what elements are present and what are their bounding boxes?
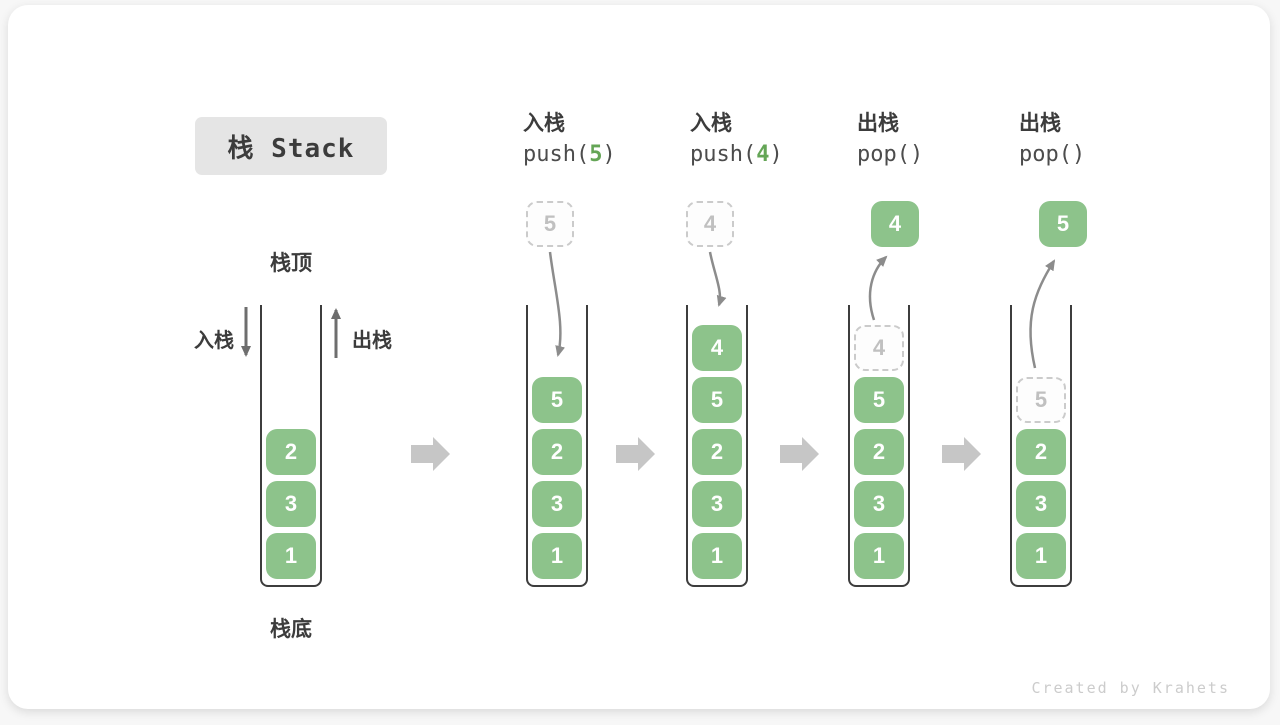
stack-cell: 3: [266, 481, 316, 527]
stack-cell: 4: [692, 325, 742, 371]
operation-code: push(5): [523, 142, 616, 167]
stack-cell: 2: [1016, 429, 1066, 475]
column-header-pop-5: 出栈 pop(): [1019, 110, 1085, 172]
stack-cell: 1: [532, 533, 582, 579]
column-header-pop-4: 出栈 pop(): [857, 110, 923, 172]
push4-curve-arrow: [708, 251, 727, 307]
popped-value-cell: 5: [1039, 201, 1087, 247]
watermark: Created by Krahets: [1031, 679, 1230, 697]
flow-arrow: [942, 437, 981, 471]
operation-label: 出栈: [857, 112, 899, 135]
operation-code: pop(): [1019, 142, 1086, 167]
operation-argument: 4: [756, 142, 770, 167]
flow-arrow: [616, 437, 655, 471]
stack-cell: 3: [854, 481, 904, 527]
stack-cell-ghost: 4: [854, 325, 904, 371]
stack-cell: 2: [532, 429, 582, 475]
operation-label: 出栈: [1019, 112, 1061, 135]
arrows-overlay: [241, 251, 1056, 471]
column-header-push-4: 入栈 push(4): [690, 110, 783, 172]
stack-top-label: 栈顶: [270, 252, 312, 275]
incoming-value-cell: 5: [526, 201, 574, 247]
pop-side-label: 出栈: [352, 330, 392, 352]
stack-cell: 3: [1016, 481, 1066, 527]
incoming-value-cell: 4: [686, 201, 734, 247]
stack-cell: 5: [692, 377, 742, 423]
push-side-label: 入栈: [194, 330, 234, 352]
operation-code: pop(): [857, 142, 924, 167]
title-badge: 栈 Stack: [195, 117, 387, 175]
stack-cell: 5: [854, 377, 904, 423]
operation-label: 入栈: [690, 112, 732, 135]
stack-cell: 5: [532, 377, 582, 423]
flow-arrow: [780, 437, 819, 471]
operation-label: 入栈: [523, 112, 565, 135]
stack-cell: 2: [266, 429, 316, 475]
stack-cell: 2: [854, 429, 904, 475]
popped-value-cell: 4: [871, 201, 919, 247]
stack-cell: 3: [692, 481, 742, 527]
stack-bottom-label: 栈底: [270, 618, 312, 641]
operation-argument: 5: [589, 142, 603, 167]
stack-cell: 2: [692, 429, 742, 475]
flow-arrow: [411, 437, 450, 471]
stack-cell: 1: [692, 533, 742, 579]
stack-cell: 3: [532, 481, 582, 527]
column-header-push-5: 入栈 push(5): [523, 110, 616, 172]
stack-cell: 1: [266, 533, 316, 579]
stack-cell: 1: [854, 533, 904, 579]
stack-cell-ghost: 5: [1016, 377, 1066, 423]
stack-cell: 1: [1016, 533, 1066, 579]
operation-code: push(4): [690, 142, 783, 167]
page-title: 栈 Stack: [227, 133, 355, 164]
